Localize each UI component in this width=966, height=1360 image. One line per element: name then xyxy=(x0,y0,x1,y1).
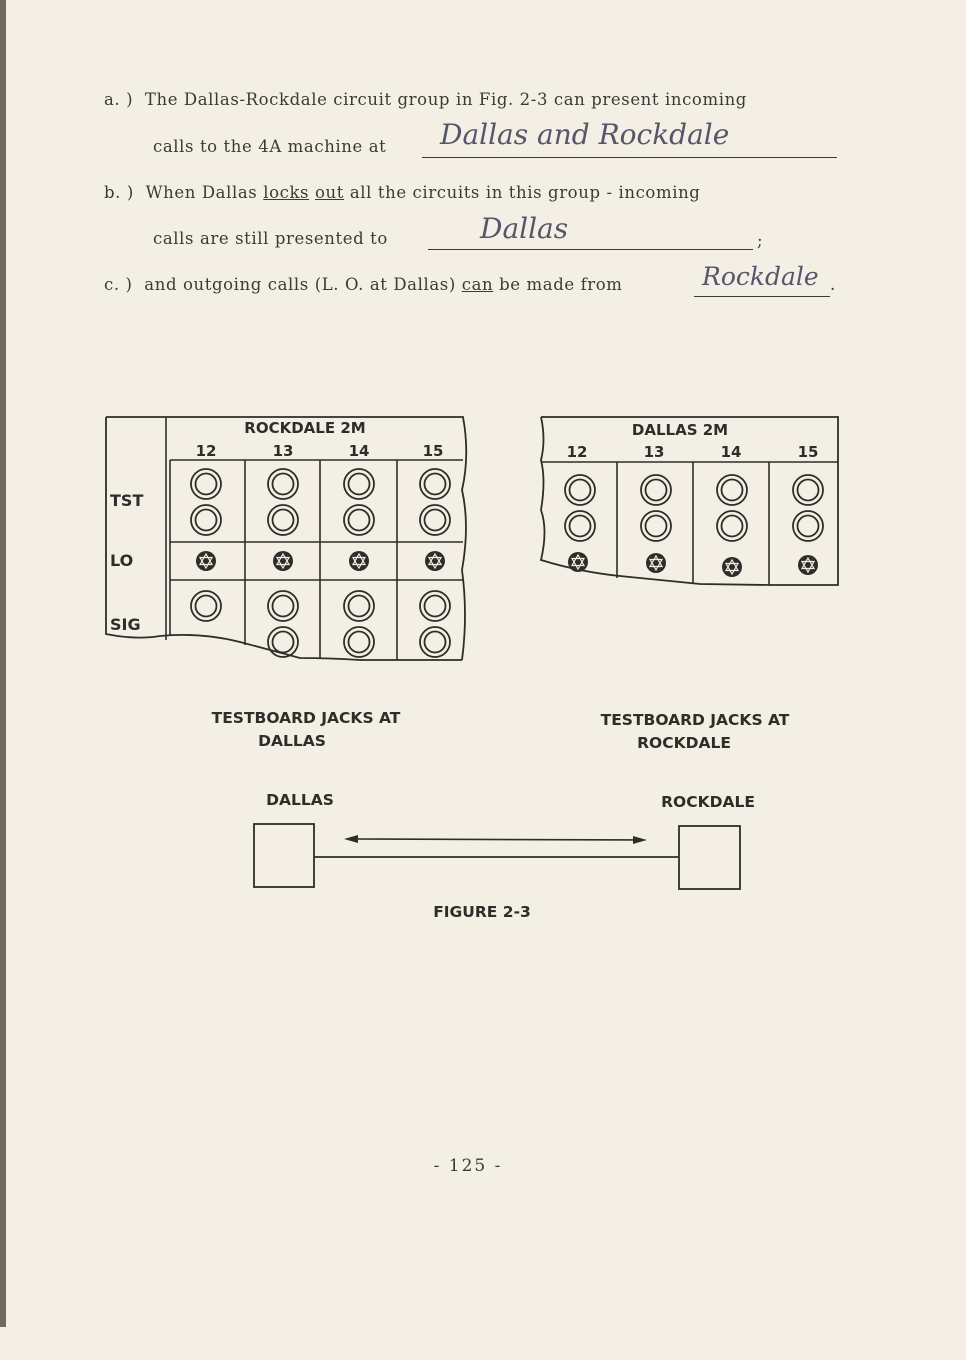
rockdale-panel-title: ROCKDALE 2M xyxy=(244,419,365,437)
answer-c-period: . xyxy=(830,275,836,294)
caption-right-line2: ROCKDALE xyxy=(637,734,731,752)
rockdale-tst-jack[interactable] xyxy=(343,468,375,500)
answer-c-handwriting: Rockdale xyxy=(702,262,819,291)
question-a-label: a. ) xyxy=(104,90,134,109)
rockdale-lo-jack[interactable] xyxy=(424,550,446,572)
rockdale-tst-jack[interactable] xyxy=(267,504,299,536)
figure-label: FIGURE 2-3 xyxy=(433,903,531,921)
rockdale-col-15: 15 xyxy=(423,442,444,460)
caption-left-line2: DALLAS xyxy=(258,732,326,750)
dallas-panel-title: DALLAS 2M xyxy=(632,421,728,439)
answer-a-blank xyxy=(422,157,837,158)
dallas-col-12: 12 xyxy=(567,443,588,461)
answer-b-blank xyxy=(428,249,753,250)
row-label-sig: SIG xyxy=(110,615,141,634)
question-a-prompt: calls to the 4A machine at xyxy=(153,137,387,156)
dallas-jack-panel: DALLAS 2M 12 13 14 15 xyxy=(539,416,839,586)
question-b-underlined-locks: locks xyxy=(263,183,310,202)
rockdale-tst-jack[interactable] xyxy=(419,504,451,536)
answer-b-semicolon: ; xyxy=(757,231,764,250)
dallas-tst-jack[interactable] xyxy=(716,474,748,506)
rockdale-tst-jack[interactable] xyxy=(190,468,222,500)
dallas-tst-jack[interactable] xyxy=(792,474,824,506)
dallas-lo-jack[interactable] xyxy=(797,554,819,576)
answer-a-handwriting: Dallas and Rockdale xyxy=(440,118,730,151)
question-c-underlined-can: can xyxy=(461,275,494,294)
rockdale-jack-panel: ROCKDALE 2M 12 13 14 15 TST LO SIG xyxy=(105,416,468,661)
question-c-text-post: be made from xyxy=(499,275,623,294)
answer-c-blank xyxy=(694,296,830,297)
dallas-tst-jack[interactable] xyxy=(640,510,672,542)
dallas-tst-jack[interactable] xyxy=(564,510,596,542)
answer-b-handwriting: Dallas xyxy=(480,212,569,245)
caption-right-line1: TESTBOARD JACKS AT xyxy=(601,711,790,729)
rockdale-col-14: 14 xyxy=(349,442,370,460)
rockdale-sig-jack[interactable] xyxy=(267,626,299,658)
row-label-tst: TST xyxy=(110,491,143,510)
question-a-text: The Dallas-Rockdale circuit group in Fig… xyxy=(144,90,747,109)
page-number: - 125 - xyxy=(433,1156,503,1176)
question-b-underlined-out: out xyxy=(314,183,344,202)
page-binding-edge xyxy=(0,0,6,1327)
dallas-lo-jack[interactable] xyxy=(645,552,667,574)
dallas-tst-jack[interactable] xyxy=(716,510,748,542)
rockdale-sig-jack[interactable] xyxy=(190,590,222,622)
rockdale-tst-jack[interactable] xyxy=(267,468,299,500)
rockdale-lo-jack[interactable] xyxy=(272,550,294,572)
rockdale-tst-jack[interactable] xyxy=(343,504,375,536)
dallas-col-14: 14 xyxy=(721,443,742,461)
question-b-text-pre: When Dallas xyxy=(145,183,258,202)
dallas-col-13: 13 xyxy=(644,443,665,461)
dallas-station-box xyxy=(253,823,315,888)
station-right-label: ROCKDALE xyxy=(661,793,755,811)
dallas-col-15: 15 xyxy=(798,443,819,461)
rockdale-col-13: 13 xyxy=(273,442,294,460)
question-b-label: b. ) xyxy=(104,183,134,202)
two-way-arrow xyxy=(344,835,647,844)
rockdale-tst-jack[interactable] xyxy=(190,504,222,536)
question-c-line: c. ) and outgoing calls (L. O. at Dallas… xyxy=(104,275,623,294)
caption-left-line1: TESTBOARD JACKS AT xyxy=(212,709,401,727)
question-c-label: c. ) xyxy=(104,275,133,294)
rockdale-sig-jack[interactable] xyxy=(343,590,375,622)
rockdale-sig-jack[interactable] xyxy=(419,626,451,658)
dallas-tst-jack[interactable] xyxy=(640,474,672,506)
rockdale-sig-jack[interactable] xyxy=(419,590,451,622)
dallas-tst-jack[interactable] xyxy=(564,474,596,506)
question-b-line1: b. ) When Dallas locks out all the circu… xyxy=(104,183,700,202)
rockdale-col-12: 12 xyxy=(196,442,217,460)
row-label-lo: LO xyxy=(110,551,133,570)
figure-2-3-diagram: ROCKDALE 2M 12 13 14 15 TST LO SIG xyxy=(105,416,839,921)
rockdale-lo-jack[interactable] xyxy=(348,550,370,572)
rockdale-sig-jack[interactable] xyxy=(267,590,299,622)
dallas-lo-jack[interactable] xyxy=(721,556,743,578)
dallas-lo-jack[interactable] xyxy=(567,551,589,573)
question-a-line1: a. ) The Dallas-Rockdale circuit group i… xyxy=(104,90,747,109)
station-left-label: DALLAS xyxy=(266,791,334,809)
question-b-text-post: all the circuits in this group - incomin… xyxy=(349,183,701,202)
rockdale-lo-jack[interactable] xyxy=(195,550,217,572)
rockdale-sig-jack[interactable] xyxy=(343,626,375,658)
question-c-text-pre: and outgoing calls (L. O. at Dallas) xyxy=(144,275,456,294)
rockdale-tst-jack[interactable] xyxy=(419,468,451,500)
rockdale-station-box xyxy=(678,825,741,890)
dallas-tst-jack[interactable] xyxy=(792,510,824,542)
question-b-prompt: calls are still presented to xyxy=(153,229,388,248)
